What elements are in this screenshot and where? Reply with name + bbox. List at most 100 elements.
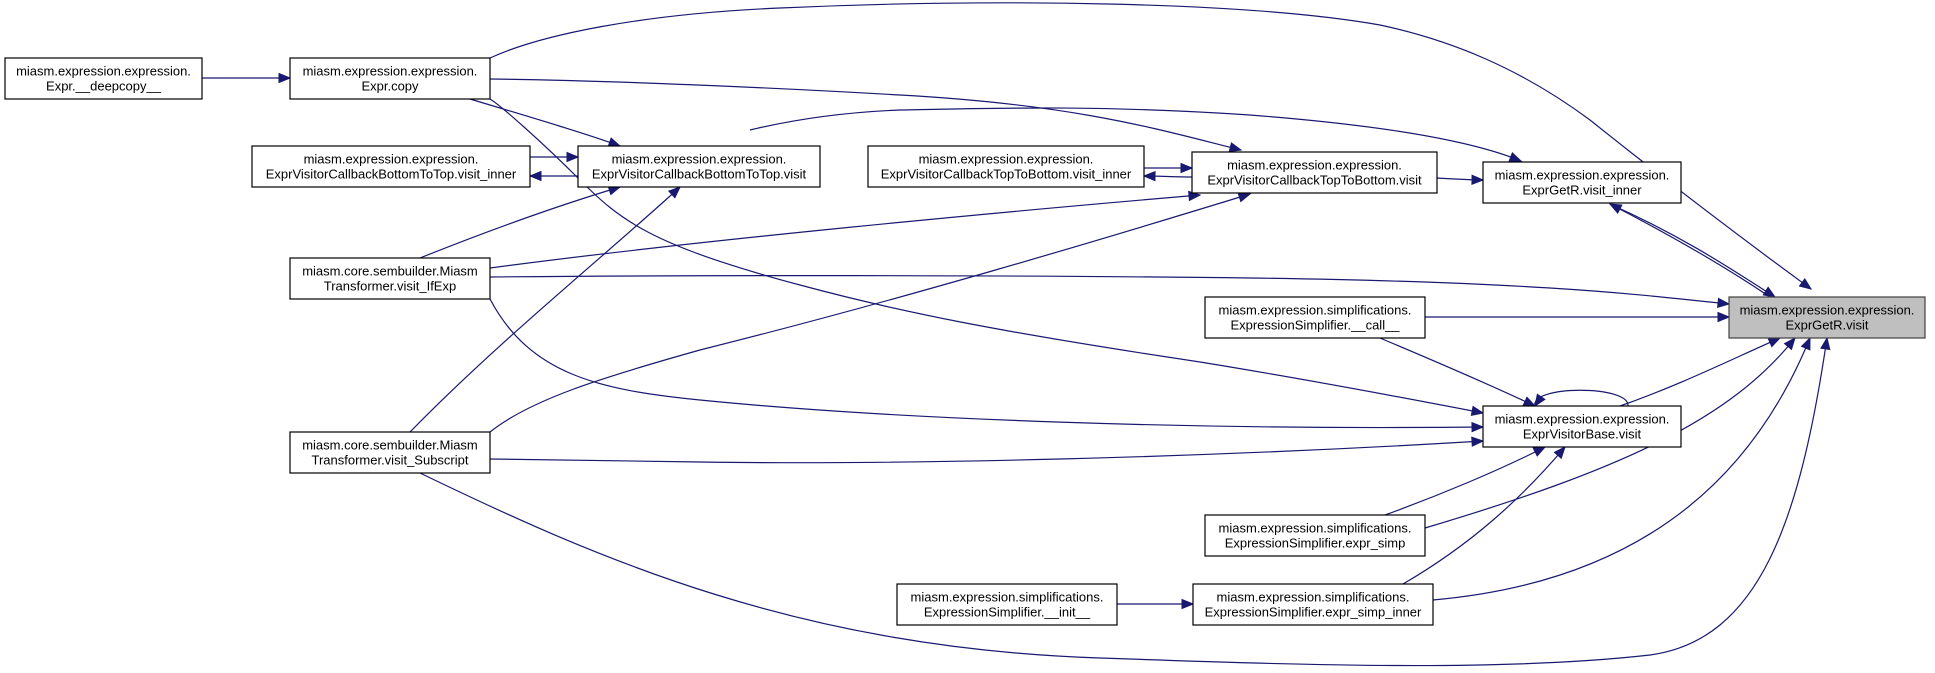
edge-line (489, 440, 1484, 464)
node-label-line: ExprVisitorCallbackBottomToTop.visit (592, 167, 807, 182)
arrowhead (607, 137, 622, 148)
arrowhead (1181, 598, 1195, 610)
edge-line (489, 98, 1484, 414)
edge-exprgetr-visit-to-visit-ifexp (489, 275, 1731, 309)
node-label-line: Expr.copy (361, 79, 419, 94)
edge-line (419, 186, 621, 259)
arrowhead (1471, 421, 1485, 433)
edge-exprgetr-visit-to-exprgetr-visit-inner (1609, 203, 1777, 298)
edge-visitorbase-visit-to-visitorbase-visit (1534, 389, 1629, 408)
node-label-line: ExprGetR.visit (1785, 318, 1868, 333)
node-label-line: ExprVisitorCallbackBottomToTop.visit_inn… (266, 167, 517, 182)
node-label-line: ExpressionSimplifier.expr_simp_inner (1205, 605, 1422, 620)
node-simplifier-init[interactable]: miasm.expression.simplifications.Express… (896, 583, 1118, 626)
arrowhead (1180, 162, 1194, 174)
node-label-line: miasm.expression.expression. (1740, 303, 1915, 318)
node-label-line: miasm.expression.expression. (612, 152, 787, 167)
edge-visitorbase-visit-to-visit-ifexp (489, 298, 1485, 433)
edge-line (1384, 446, 1546, 516)
edge-line (489, 193, 1251, 433)
nodes-layer: miasm.expression.expression.ExprGetR.vis… (4, 57, 1926, 626)
edge-line (1432, 337, 1811, 601)
edge-toptobottom-visit-to-visit-ifexp (489, 190, 1202, 269)
node-box (1482, 405, 1682, 448)
arrowhead (1608, 203, 1623, 214)
node-label-line: miasm.expression.expression. (16, 64, 191, 79)
node-box (1728, 296, 1926, 339)
edge-exprgetr-visit-inner-to-toptobottom-visit (1436, 174, 1485, 186)
arrowhead (1820, 336, 1831, 351)
edge-line (419, 337, 1828, 667)
arrowhead (278, 72, 292, 84)
edge-visitorbase-visit-to-expr-copy (489, 98, 1485, 416)
edge-exprgetr-visit-inner-to-exprgetr-visit (1608, 203, 1771, 298)
arrowhead (1471, 174, 1485, 186)
node-deepcopy[interactable]: miasm.expression.expression.Expr.__deepc… (4, 57, 203, 100)
edge-exprgetr-visit-to-expr-simp-inner (1432, 336, 1811, 601)
arrowhead (1522, 396, 1537, 407)
edge-line (489, 78, 1242, 151)
node-expr-copy[interactable]: miasm.expression.expression.Expr.copy (289, 57, 491, 100)
edge-bottomtotop-visit-to-expr-copy (469, 98, 622, 148)
arrowhead (1762, 286, 1777, 298)
edge-line (489, 275, 1730, 305)
node-exprgetr-visit[interactable]: miasm.expression.expression.ExprGetR.vis… (1728, 296, 1926, 339)
arrowhead (1717, 311, 1731, 323)
arrowhead (1800, 336, 1811, 351)
node-exprgetr-visit-inner[interactable]: miasm.expression.expression.ExprGetR.vis… (1482, 161, 1682, 204)
edge-line (749, 107, 1522, 162)
node-box (289, 431, 491, 474)
edge-bottomtotop-visit-to-visit-ifexp (419, 185, 622, 259)
edge-exprgetr-visit-to-visitorbase-visit (1619, 337, 1782, 407)
node-box (289, 57, 491, 100)
node-label-line: miasm.core.sembuilder.Miasm (302, 438, 478, 453)
node-label-line: ExprGetR.visit_inner (1522, 183, 1642, 198)
edge-line (1619, 337, 1781, 407)
arrowhead (1142, 170, 1156, 182)
node-box (1204, 296, 1426, 339)
node-label-line: miasm.expression.expression. (303, 64, 478, 79)
node-label-line: miasm.expression.expression. (1227, 158, 1402, 173)
node-box (896, 583, 1118, 626)
edge-visitorbase-visit-to-expr-simp-inner (1402, 445, 1566, 585)
edge-visitorbase-visit-to-visit-subscript (489, 436, 1485, 464)
arrowhead (1798, 277, 1813, 290)
edge-line (489, 194, 1201, 269)
node-box (1482, 161, 1682, 204)
arrowhead (1767, 337, 1782, 348)
edge-expr-simp-inner-to-simplifier-init (1117, 598, 1195, 610)
edge-toptobottom-visit-to-toptobottom-visit-inner (1144, 162, 1194, 174)
edge-exprgetr-visit-inner-to-bottomtotop-visit (749, 107, 1523, 162)
node-label-line: Expr.__deepcopy__ (46, 79, 162, 94)
node-simplifier-call[interactable]: miasm.expression.simplifications.Express… (1204, 296, 1426, 339)
node-toptobottom-visit[interactable]: miasm.expression.expression.ExprVisitorC… (1191, 151, 1438, 194)
edge-line (1402, 446, 1566, 585)
edge-toptobottom-visit-to-expr-copy (489, 78, 1243, 153)
node-visit-subscript[interactable]: miasm.core.sembuilder.MiasmTransformer.v… (289, 431, 491, 474)
node-label-line: Transformer.visit_IfExp (324, 279, 456, 294)
node-expr-simp-inner[interactable]: miasm.expression.simplifications.Express… (1192, 583, 1434, 626)
node-label-line: miasm.expression.simplifications. (911, 590, 1104, 605)
edge-expr-copy-to-deepcopy (202, 72, 292, 84)
node-label-line: ExprVisitorCallbackTopToBottom.visit (1207, 173, 1422, 188)
edge-exprgetr-visit-to-expr-copy (489, 2, 1813, 290)
node-label-line: ExpressionSimplifier.expr_simp (1225, 536, 1406, 551)
arrowhead (528, 170, 542, 182)
node-expr-simp[interactable]: miasm.expression.simplifications.Express… (1204, 514, 1426, 557)
arrowhead (1228, 142, 1243, 153)
node-visit-ifexp[interactable]: miasm.core.sembuilder.MiasmTransformer.v… (289, 257, 491, 300)
edge-exprgetr-visit-to-visit-subscript (419, 336, 1831, 667)
node-box (1204, 514, 1426, 557)
edges-layer (202, 2, 1831, 667)
node-label-line: miasm.expression.expression. (1495, 168, 1670, 183)
node-toptobottom-visit-inner[interactable]: miasm.expression.expression.ExprVisitorC… (867, 145, 1145, 188)
node-box (251, 145, 531, 188)
node-bottomtotop-visit-inner[interactable]: miasm.expression.expression.ExprVisitorC… (251, 145, 531, 188)
edge-line (1534, 389, 1629, 407)
node-label-line: ExprVisitorCallbackTopToBottom.visit_inn… (881, 167, 1132, 182)
node-label-line: ExpressionSimplifier.__init__ (924, 605, 1091, 620)
edge-line (1379, 337, 1536, 407)
node-visitorbase-visit[interactable]: miasm.expression.expression.ExprVisitorB… (1482, 405, 1682, 448)
node-box (4, 57, 203, 100)
node-bottomtotop-visit[interactable]: miasm.expression.expression.ExprVisitorC… (577, 145, 821, 188)
